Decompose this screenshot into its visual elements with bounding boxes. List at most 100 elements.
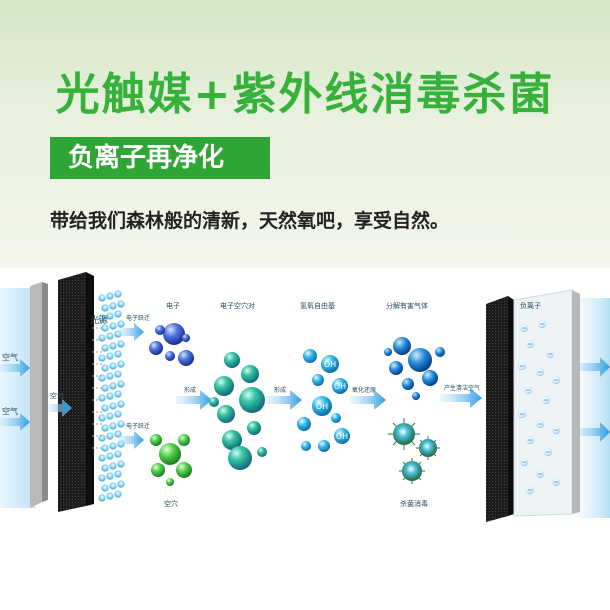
- bacteria-cluster: [388, 418, 440, 484]
- photocatalyst-dot: [109, 482, 117, 490]
- photocatalyst-dot: [101, 464, 109, 472]
- photocatalyst-dot: [101, 444, 109, 452]
- photocatalyst-dot: [117, 360, 125, 368]
- photocatalyst-dot: [114, 470, 122, 478]
- photocatalyst-dot: [114, 430, 122, 438]
- subtitle-tag: 负离子再净化: [50, 137, 270, 179]
- air-flow-left: [0, 288, 35, 508]
- photocatalyst-dot: [109, 362, 117, 370]
- photocatalyst-dot: [98, 294, 106, 302]
- sterilize-label: 杀菌消毒: [400, 499, 428, 508]
- photocatalyst-dot: [114, 490, 122, 498]
- photocatalyst-dot: [117, 380, 125, 388]
- photocatalyst-dot: [106, 452, 114, 460]
- slogan-text: 带给我们森林般的清新，天然氧吧，享受自然。: [50, 210, 450, 232]
- excite-label: 电子跃迁: [126, 422, 150, 430]
- photocatalyst-dot: [114, 390, 122, 398]
- photocatalyst-dot: [101, 344, 109, 352]
- photocatalyst-dot: [117, 480, 125, 488]
- photocatalyst-dot: [117, 320, 125, 328]
- hydroxyl-cluster: OH OH OH OH: [297, 349, 350, 452]
- photocatalyst-dot: [109, 322, 117, 330]
- oh-label: OH: [334, 382, 346, 391]
- photocatalyst-dot: [114, 450, 122, 458]
- photocatalyst-dot: [101, 404, 109, 412]
- photocatalyst-dot: [117, 300, 125, 308]
- photocatalyst-dot: [106, 392, 114, 400]
- photocatalyst-dot: [109, 402, 117, 410]
- electron-hole-pair-label: 电子空穴对: [220, 301, 255, 310]
- photocatalyst-dot: [114, 310, 122, 318]
- photocatalyst-dot: [98, 314, 106, 322]
- oh-label: OH: [336, 432, 348, 441]
- photocatalyst-dot: [117, 460, 125, 468]
- photocatalyst-dot: [98, 434, 106, 442]
- photocatalyst-dot: [109, 442, 117, 450]
- header-background: [0, 0, 610, 268]
- oh-label: OH: [324, 360, 336, 369]
- decompose-gas-label: 分解有害气体: [386, 301, 428, 310]
- photocatalyst-dot: [114, 410, 122, 418]
- photocatalyst-dot: [117, 400, 125, 408]
- harmful-gas-cluster: [384, 337, 445, 400]
- photocatalyst-dot: [106, 312, 114, 320]
- photocatalyst-dot: [106, 352, 114, 360]
- hole-label: 空穴: [164, 499, 178, 508]
- photocatalyst-dot: [114, 350, 122, 358]
- photocatalyst-dot: [109, 382, 117, 390]
- negative-ion-cluster: [518, 320, 560, 494]
- negative-ion-label: 负离子: [520, 301, 541, 310]
- photocatalyst-dot: [101, 484, 109, 492]
- page-title: 光触媒+紫外线消毒杀菌: [55, 69, 555, 120]
- light-source-label: 光源: [90, 314, 108, 326]
- photocatalyst-dot: [109, 302, 117, 310]
- purification-diagram: OH OH OH OH: [0, 272, 610, 522]
- photocatalyst-dot: [109, 342, 117, 350]
- photocatalyst-dot: [117, 340, 125, 348]
- air-mid-label: 空气: [50, 391, 64, 400]
- photocatalyst-dot: [101, 324, 109, 332]
- photocatalyst-dot: [98, 394, 106, 402]
- clean-air-label: 产生清洁空气: [444, 384, 480, 392]
- oxidize-label: 氧化还原: [352, 386, 376, 394]
- carbon-filter: [58, 272, 86, 512]
- electron-cluster: [149, 323, 194, 366]
- photocatalyst-dot: [106, 472, 114, 480]
- photocatalyst-dot: [101, 304, 109, 312]
- air-in-label: 空气: [2, 406, 18, 416]
- photocatalyst-dot: [98, 334, 106, 342]
- pre-filter: [30, 282, 42, 508]
- photocatalyst-dot: [106, 332, 114, 340]
- form-label: 形成: [274, 386, 286, 394]
- photocatalyst-dot: [106, 492, 114, 500]
- oh-label: OH: [316, 402, 328, 411]
- photocatalyst-dot: [98, 474, 106, 482]
- photocatalyst-dot: [98, 374, 106, 382]
- photocatalyst-dot: [114, 290, 122, 298]
- photocatalyst-dot: [101, 384, 109, 392]
- photocatalyst-dot: [106, 372, 114, 380]
- photocatalyst-dot: [106, 412, 114, 420]
- hydroxyl-radical-label: 氢氧自由基: [300, 301, 335, 310]
- photocatalyst-dot: [98, 354, 106, 362]
- air-in-label: 空气: [2, 352, 18, 362]
- photocatalyst-dot: [98, 414, 106, 422]
- photocatalyst-dot: [101, 424, 109, 432]
- photocatalyst-dot: [106, 432, 114, 440]
- light-rays: [92, 327, 104, 449]
- photocatalyst-dot: [106, 292, 114, 300]
- hole-cluster: [150, 434, 192, 486]
- photocatalyst-dot: [98, 454, 106, 462]
- form-label: 形成: [184, 386, 196, 394]
- exit-filter: [486, 296, 508, 522]
- electron-label: 电子: [166, 301, 180, 310]
- photocatalyst-dot: [109, 422, 117, 430]
- photocatalyst-dot: [101, 364, 109, 372]
- photocatalyst-dot: [109, 462, 117, 470]
- photocatalyst-dot: [117, 420, 125, 428]
- photocatalyst-dot: [98, 494, 106, 502]
- excite-label: 电子跃迁: [126, 314, 150, 322]
- electron-hole-pair-cluster: [209, 352, 267, 470]
- flow-arrows: [0, 323, 610, 449]
- photocatalyst-dot: [114, 370, 122, 378]
